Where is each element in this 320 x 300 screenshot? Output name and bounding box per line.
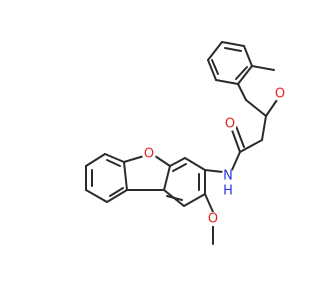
- bond: [215, 79, 239, 85]
- label-mask: [273, 87, 287, 101]
- bond: [104, 153, 125, 163]
- bond: [163, 165, 171, 191]
- bond: [261, 115, 267, 141]
- molecule-canvas: O O N H O O: [85, 41, 287, 245]
- bond: [106, 189, 128, 203]
- bond: [211, 59, 219, 75]
- label-mask: [221, 169, 235, 183]
- furan-oxygen-label: O: [144, 147, 154, 162]
- bond: [204, 193, 214, 213]
- bond: [231, 129, 241, 153]
- ether-oxygen-label: O: [275, 87, 285, 102]
- bond: [169, 157, 186, 167]
- bond: [235, 66, 248, 80]
- atom-label-layer: O O N H O O: [142, 87, 287, 227]
- bond: [251, 65, 275, 71]
- bond: [207, 41, 223, 61]
- bond: [85, 189, 108, 203]
- amide-nitrogen-label: N: [223, 169, 233, 184]
- bond: [224, 47, 242, 52]
- bond: [243, 45, 253, 67]
- bond: [237, 65, 253, 85]
- carbonyl-oxygen-label: O: [225, 117, 235, 132]
- bond: [184, 157, 206, 171]
- label-mask: [223, 117, 237, 131]
- methoxy-oxygen-label: O: [208, 212, 218, 227]
- bond: [85, 153, 106, 167]
- bond: [106, 159, 121, 167]
- bond: [183, 193, 206, 207]
- bond: [221, 41, 245, 47]
- bond: [235, 125, 245, 148]
- bond: [172, 163, 187, 172]
- bond: [239, 139, 263, 153]
- label-mask: [142, 147, 156, 161]
- bond: [245, 99, 267, 117]
- bond: [207, 59, 217, 81]
- bond: [109, 187, 124, 197]
- bond: [204, 169, 224, 173]
- bond: [123, 161, 128, 191]
- bond: [166, 195, 183, 201]
- molecule-structure: O O N H O O: [85, 41, 287, 245]
- bond-layer: [85, 41, 280, 245]
- amide-hydrogen-label: H: [223, 184, 233, 199]
- bond: [123, 155, 145, 163]
- bond: [231, 151, 241, 171]
- bond: [154, 155, 171, 167]
- bond: [237, 83, 247, 101]
- label-mask: [206, 212, 220, 226]
